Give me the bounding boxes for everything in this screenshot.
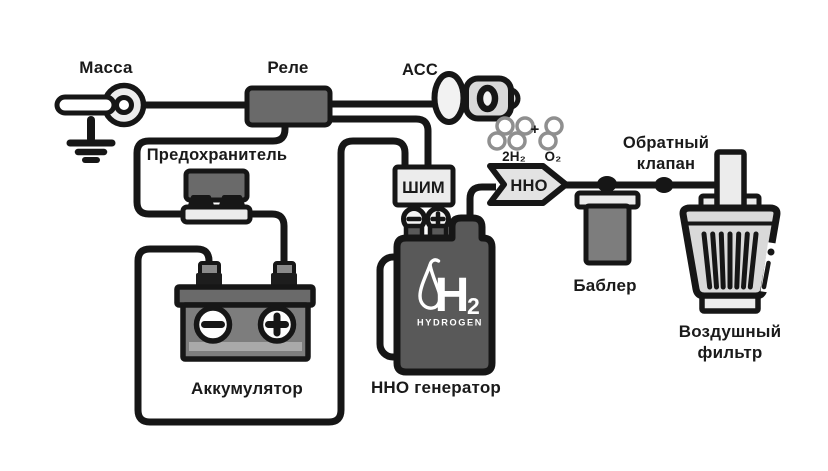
filter-ribs bbox=[701, 231, 759, 290]
earth-ground-icon bbox=[66, 116, 116, 163]
check-valve-label-2: клапан bbox=[637, 155, 695, 173]
droplet-icon bbox=[418, 263, 442, 310]
fuse: Предохранитель bbox=[147, 146, 287, 225]
bubbler: Баблер bbox=[573, 176, 641, 295]
pwm-text: ШИМ bbox=[402, 179, 445, 197]
filter-bottom-cap bbox=[699, 293, 761, 314]
ring-terminal-tab bbox=[54, 94, 117, 116]
ground-terminal: Масса bbox=[54, 58, 147, 163]
gas-tube-generator-to-arrow bbox=[466, 183, 496, 224]
air-filter-label-1: Воздушный bbox=[679, 322, 782, 341]
gas-plus-sign: + bbox=[531, 121, 540, 138]
relay-box bbox=[244, 85, 333, 128]
ground-label: Масса bbox=[79, 58, 133, 77]
flow-arrow-text: HHO bbox=[510, 177, 547, 195]
flow-arrow-shape bbox=[487, 163, 569, 206]
generator-label: HHO генератор bbox=[371, 378, 501, 397]
relay-label: Реле bbox=[267, 58, 308, 77]
fuse-base bbox=[180, 204, 253, 225]
wire-relay-to-pwm bbox=[328, 115, 432, 170]
ring-terminal-hole bbox=[114, 95, 134, 115]
gas-molecules: + 2H₂ O₂ bbox=[487, 116, 564, 164]
wire-relay-to-fuse bbox=[133, 124, 289, 218]
h2-label: 2H₂ bbox=[502, 149, 526, 164]
hho-flow-arrow: HHO bbox=[487, 163, 569, 206]
bubbler-body bbox=[583, 203, 632, 266]
air-filter: Воздушный фильтр bbox=[679, 149, 782, 362]
h2-molecule-1 bbox=[487, 116, 515, 151]
droplet-tail bbox=[428, 258, 441, 267]
wiring bbox=[133, 100, 722, 426]
check-valve: Обратный клапан bbox=[623, 134, 709, 193]
check-valve-label-1: Обратный bbox=[623, 134, 709, 152]
hho-generator: H 2 HYDROGEN HHO генератор bbox=[371, 214, 501, 397]
tank-body bbox=[393, 214, 496, 376]
wire-battery-minus-to-pwm bbox=[134, 137, 409, 426]
ignition-bezel bbox=[431, 71, 467, 125]
battery-label: Аккумулятор bbox=[191, 379, 303, 398]
fuse-label: Предохранитель bbox=[147, 146, 287, 164]
filter-edge-highlight bbox=[760, 242, 778, 293]
pwm-box bbox=[392, 164, 456, 208]
filter-inlet-pipe bbox=[714, 149, 747, 212]
bubbler-label: Баблер bbox=[573, 276, 636, 295]
battery: Аккумулятор bbox=[174, 261, 316, 398]
air-filter-label-2: фильтр bbox=[698, 343, 763, 362]
acc-label: АСС bbox=[402, 61, 438, 79]
hydrogen-logo: H 2 HYDROGEN bbox=[417, 258, 483, 328]
ignition-key-icon: АСС bbox=[402, 61, 521, 125]
logo-h2-main: H bbox=[435, 269, 470, 322]
relay: Реле bbox=[244, 58, 333, 128]
o2-molecule bbox=[538, 116, 564, 151]
o2-label: O₂ bbox=[545, 149, 562, 164]
wire-fuse-to-battery-plus bbox=[247, 210, 288, 268]
battery-stripe bbox=[189, 342, 302, 351]
fuse-body bbox=[183, 168, 250, 203]
logo-h2-sub: 2 bbox=[467, 293, 480, 319]
logo-caption: HYDROGEN bbox=[417, 318, 483, 328]
h2-molecule-2 bbox=[507, 116, 535, 151]
check-valve-dot bbox=[654, 177, 674, 193]
bubbler-connector-dot bbox=[597, 176, 617, 192]
pwm-controller: ШИМ bbox=[392, 164, 456, 232]
key-head-hole bbox=[476, 84, 499, 113]
